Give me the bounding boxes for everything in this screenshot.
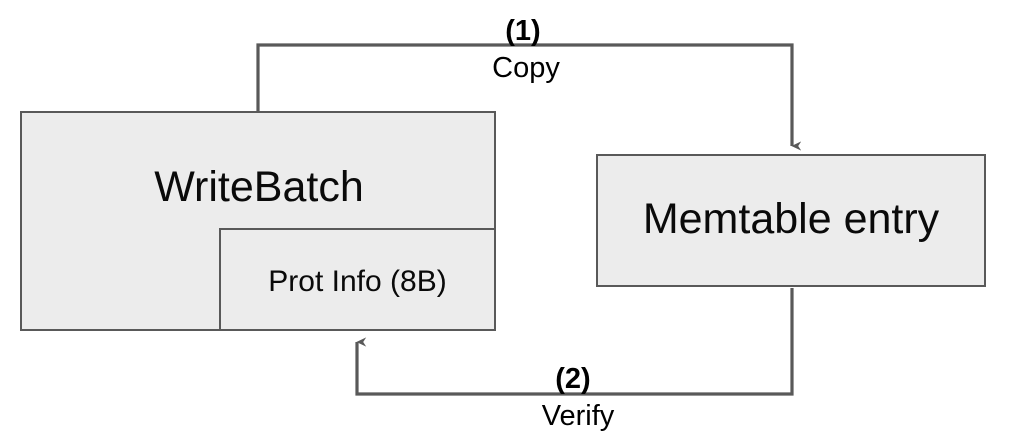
- node-prot-info[interactable]: Prot Info (8B): [219, 228, 496, 331]
- node-memtable-entry[interactable]: Memtable entry: [596, 154, 986, 287]
- node-prot-info-label: Prot Info (8B): [268, 264, 447, 298]
- node-writebatch-label: WriteBatch: [154, 163, 364, 211]
- edge-copy-verb: Copy: [492, 52, 560, 84]
- edge-copy: [256, 43, 802, 151]
- node-memtable-entry-label: Memtable entry: [642, 195, 940, 243]
- edge-verify-number: (2): [555, 363, 591, 395]
- edge-copy-number: (1): [505, 15, 541, 47]
- edge-verify-path: [355, 288, 794, 396]
- edge-verify-verb: Verify: [541, 400, 615, 432]
- edge-verify: [355, 288, 794, 396]
- edge-copy-path: [256, 43, 802, 151]
